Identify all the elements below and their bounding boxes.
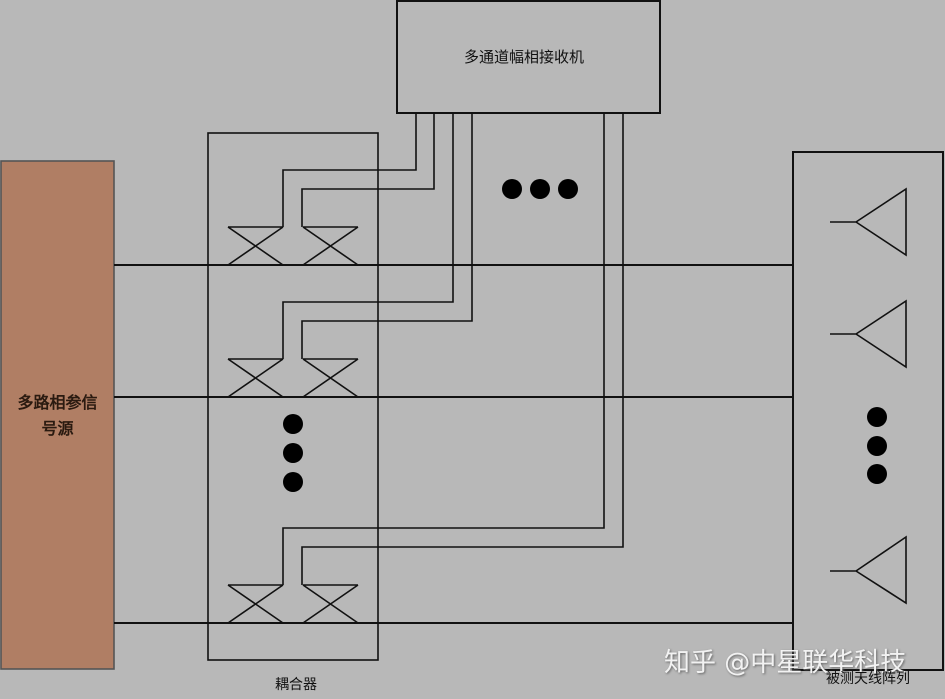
antenna-icon	[830, 535, 907, 605]
coupler-1	[227, 113, 435, 266]
signal-source-label: 多路相参信 号源	[1, 390, 114, 442]
ellipsis-horizontal-icon	[502, 179, 578, 199]
receiver-box	[396, 0, 661, 114]
signal-source-label-line2: 号源	[41, 419, 74, 438]
coupler-label: 耦合器	[275, 677, 317, 693]
ellipsis-vertical-icon	[283, 414, 303, 492]
receiver-label: 多通道幅相接收机	[464, 48, 585, 66]
antenna-array-label: 被测天线阵列	[826, 671, 910, 687]
antenna-array-box	[792, 151, 944, 671]
ellipsis-vertical-icon	[867, 407, 887, 484]
coupler-2	[227, 113, 473, 398]
antenna-icon	[830, 299, 907, 369]
coupler-n	[227, 113, 624, 624]
watermark: 知乎 @中星联华科技	[664, 648, 907, 678]
signal-source-label-line1: 多路相参信	[17, 393, 98, 412]
signal-source-box	[0, 160, 115, 670]
antenna-icon	[830, 187, 907, 257]
